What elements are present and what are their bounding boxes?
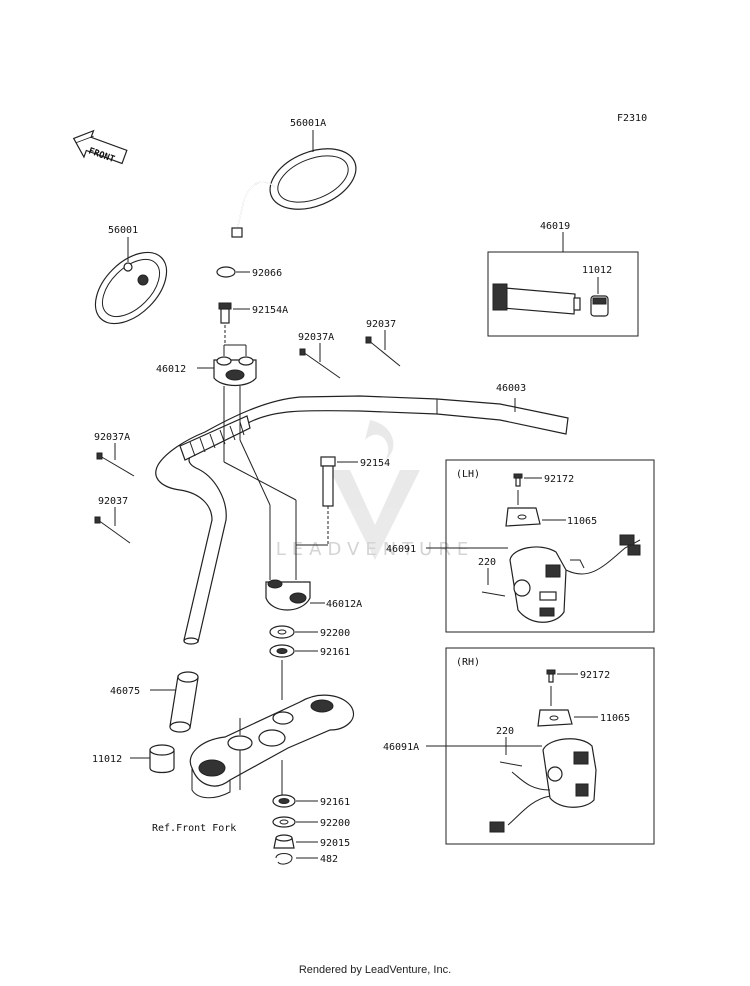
pin-92037-left — [94, 516, 131, 544]
holder-46012 — [213, 356, 257, 387]
callout-46075: 46075 — [110, 686, 140, 697]
switch-rh — [489, 738, 597, 833]
cap-11012-left — [149, 744, 175, 774]
cap-92066 — [216, 266, 236, 278]
callout-92037A-top: 92037A — [298, 332, 334, 343]
callout-92161-b: 92161 — [320, 797, 350, 808]
callout-92037A-left: 92037A — [94, 432, 130, 443]
callout-11065-lh: 11065 — [567, 516, 597, 527]
callout-92161-a: 92161 — [320, 647, 350, 658]
box-lh-label: (LH) — [456, 469, 480, 480]
callout-46091: 46091 — [386, 544, 416, 555]
callout-56001A: 56001A — [290, 118, 326, 129]
bolt-92154 — [320, 456, 336, 507]
cover-11065-lh — [505, 507, 541, 527]
bushing-92161-a — [269, 644, 295, 658]
screw-92172-rh — [546, 669, 556, 683]
handlebar-46003 — [155, 395, 569, 645]
mirror-right — [231, 148, 357, 238]
footer-credit: Rendered by LeadVenture, Inc. — [298, 964, 452, 976]
washer-92200-a — [269, 625, 295, 639]
washer-92200-b — [272, 816, 296, 828]
callout-46012: 46012 — [156, 364, 186, 375]
box-lh-switch — [445, 459, 655, 633]
pin-92037A-top — [299, 348, 341, 379]
callout-46003: 46003 — [496, 383, 526, 394]
front-arrow-icon — [72, 129, 128, 165]
ref-front-fork-label: Ref.Front Fork — [152, 823, 236, 834]
callout-92200-a: 92200 — [320, 628, 350, 639]
watermark-logo — [330, 420, 420, 560]
clip-482 — [275, 853, 293, 865]
bolt-92154A — [218, 302, 232, 324]
grip-throttle — [492, 283, 581, 315]
callout-11065-rh: 11065 — [600, 713, 630, 724]
callout-482: 482 — [320, 854, 338, 865]
bushing-92161-b — [272, 794, 296, 808]
cover-11065-rh — [537, 709, 573, 727]
watermark-text: LEADVENTURE — [276, 539, 474, 560]
callout-92066: 92066 — [252, 268, 282, 279]
callout-92172-rh: 92172 — [580, 670, 610, 681]
callout-92015: 92015 — [320, 838, 350, 849]
holder-46012A — [265, 579, 311, 611]
callout-92172-lh: 92172 — [544, 474, 574, 485]
box-rh-label: (RH) — [456, 657, 480, 668]
grip-46075 — [169, 671, 199, 733]
screw-92172-lh — [513, 473, 523, 487]
cap-11012-top — [590, 295, 609, 317]
diagram-code: F2310 — [617, 113, 647, 124]
mirror-left — [94, 251, 168, 325]
callout-92154A: 92154A — [252, 305, 288, 316]
callout-92037-left: 92037 — [98, 496, 128, 507]
callout-11012-top: 11012 — [582, 265, 612, 276]
callout-56001: 56001 — [108, 225, 138, 236]
callout-92037-top: 92037 — [366, 319, 396, 330]
callout-46091A: 46091A — [383, 742, 419, 753]
callout-92154: 92154 — [360, 458, 390, 469]
callout-92200-b: 92200 — [320, 818, 350, 829]
callout-220-rh: 220 — [496, 726, 514, 737]
triple-clamp — [189, 694, 354, 799]
callout-220-lh: 220 — [478, 557, 496, 568]
pin-92037A-left — [96, 452, 135, 477]
nut-92015 — [273, 834, 295, 849]
callout-46019: 46019 — [540, 221, 570, 232]
callout-11012-left: 11012 — [92, 754, 122, 765]
callout-46012A: 46012A — [326, 599, 362, 610]
pin-92037-top — [365, 336, 401, 367]
switch-lh — [509, 534, 641, 623]
